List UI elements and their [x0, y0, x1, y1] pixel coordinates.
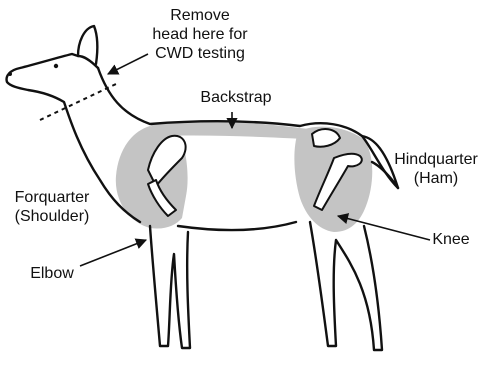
hindquarter-line-1: Hindquarter — [388, 150, 484, 169]
eye-icon — [54, 64, 58, 68]
remove-head-line-2: head here for — [140, 25, 260, 44]
knee-label: Knee — [426, 230, 476, 249]
remove-head-line-1: Remove — [140, 6, 260, 25]
hindquarter-line-2: (Ham) — [388, 169, 484, 188]
forquarter-line-1: Forquarter — [4, 188, 100, 207]
remove-head-label: Remove head here for CWD testing — [140, 6, 260, 63]
knee-arrow — [338, 216, 430, 240]
forquarter-label: Forquarter (Shoulder) — [4, 188, 100, 226]
nose-icon — [8, 72, 12, 76]
elbow-arrow — [80, 240, 146, 266]
cwd-cut-line — [40, 84, 116, 120]
front-leg-outline — [150, 226, 190, 348]
backstrap-label: Backstrap — [196, 88, 276, 107]
belly-outline — [178, 222, 296, 230]
hind-leg-outline — [310, 222, 382, 350]
elbow-label: Elbow — [22, 264, 82, 283]
remove-head-line-3: CWD testing — [140, 44, 260, 63]
forquarter-line-2: (Shoulder) — [4, 207, 100, 226]
hindquarter-label: Hindquarter (Ham) — [388, 150, 484, 188]
